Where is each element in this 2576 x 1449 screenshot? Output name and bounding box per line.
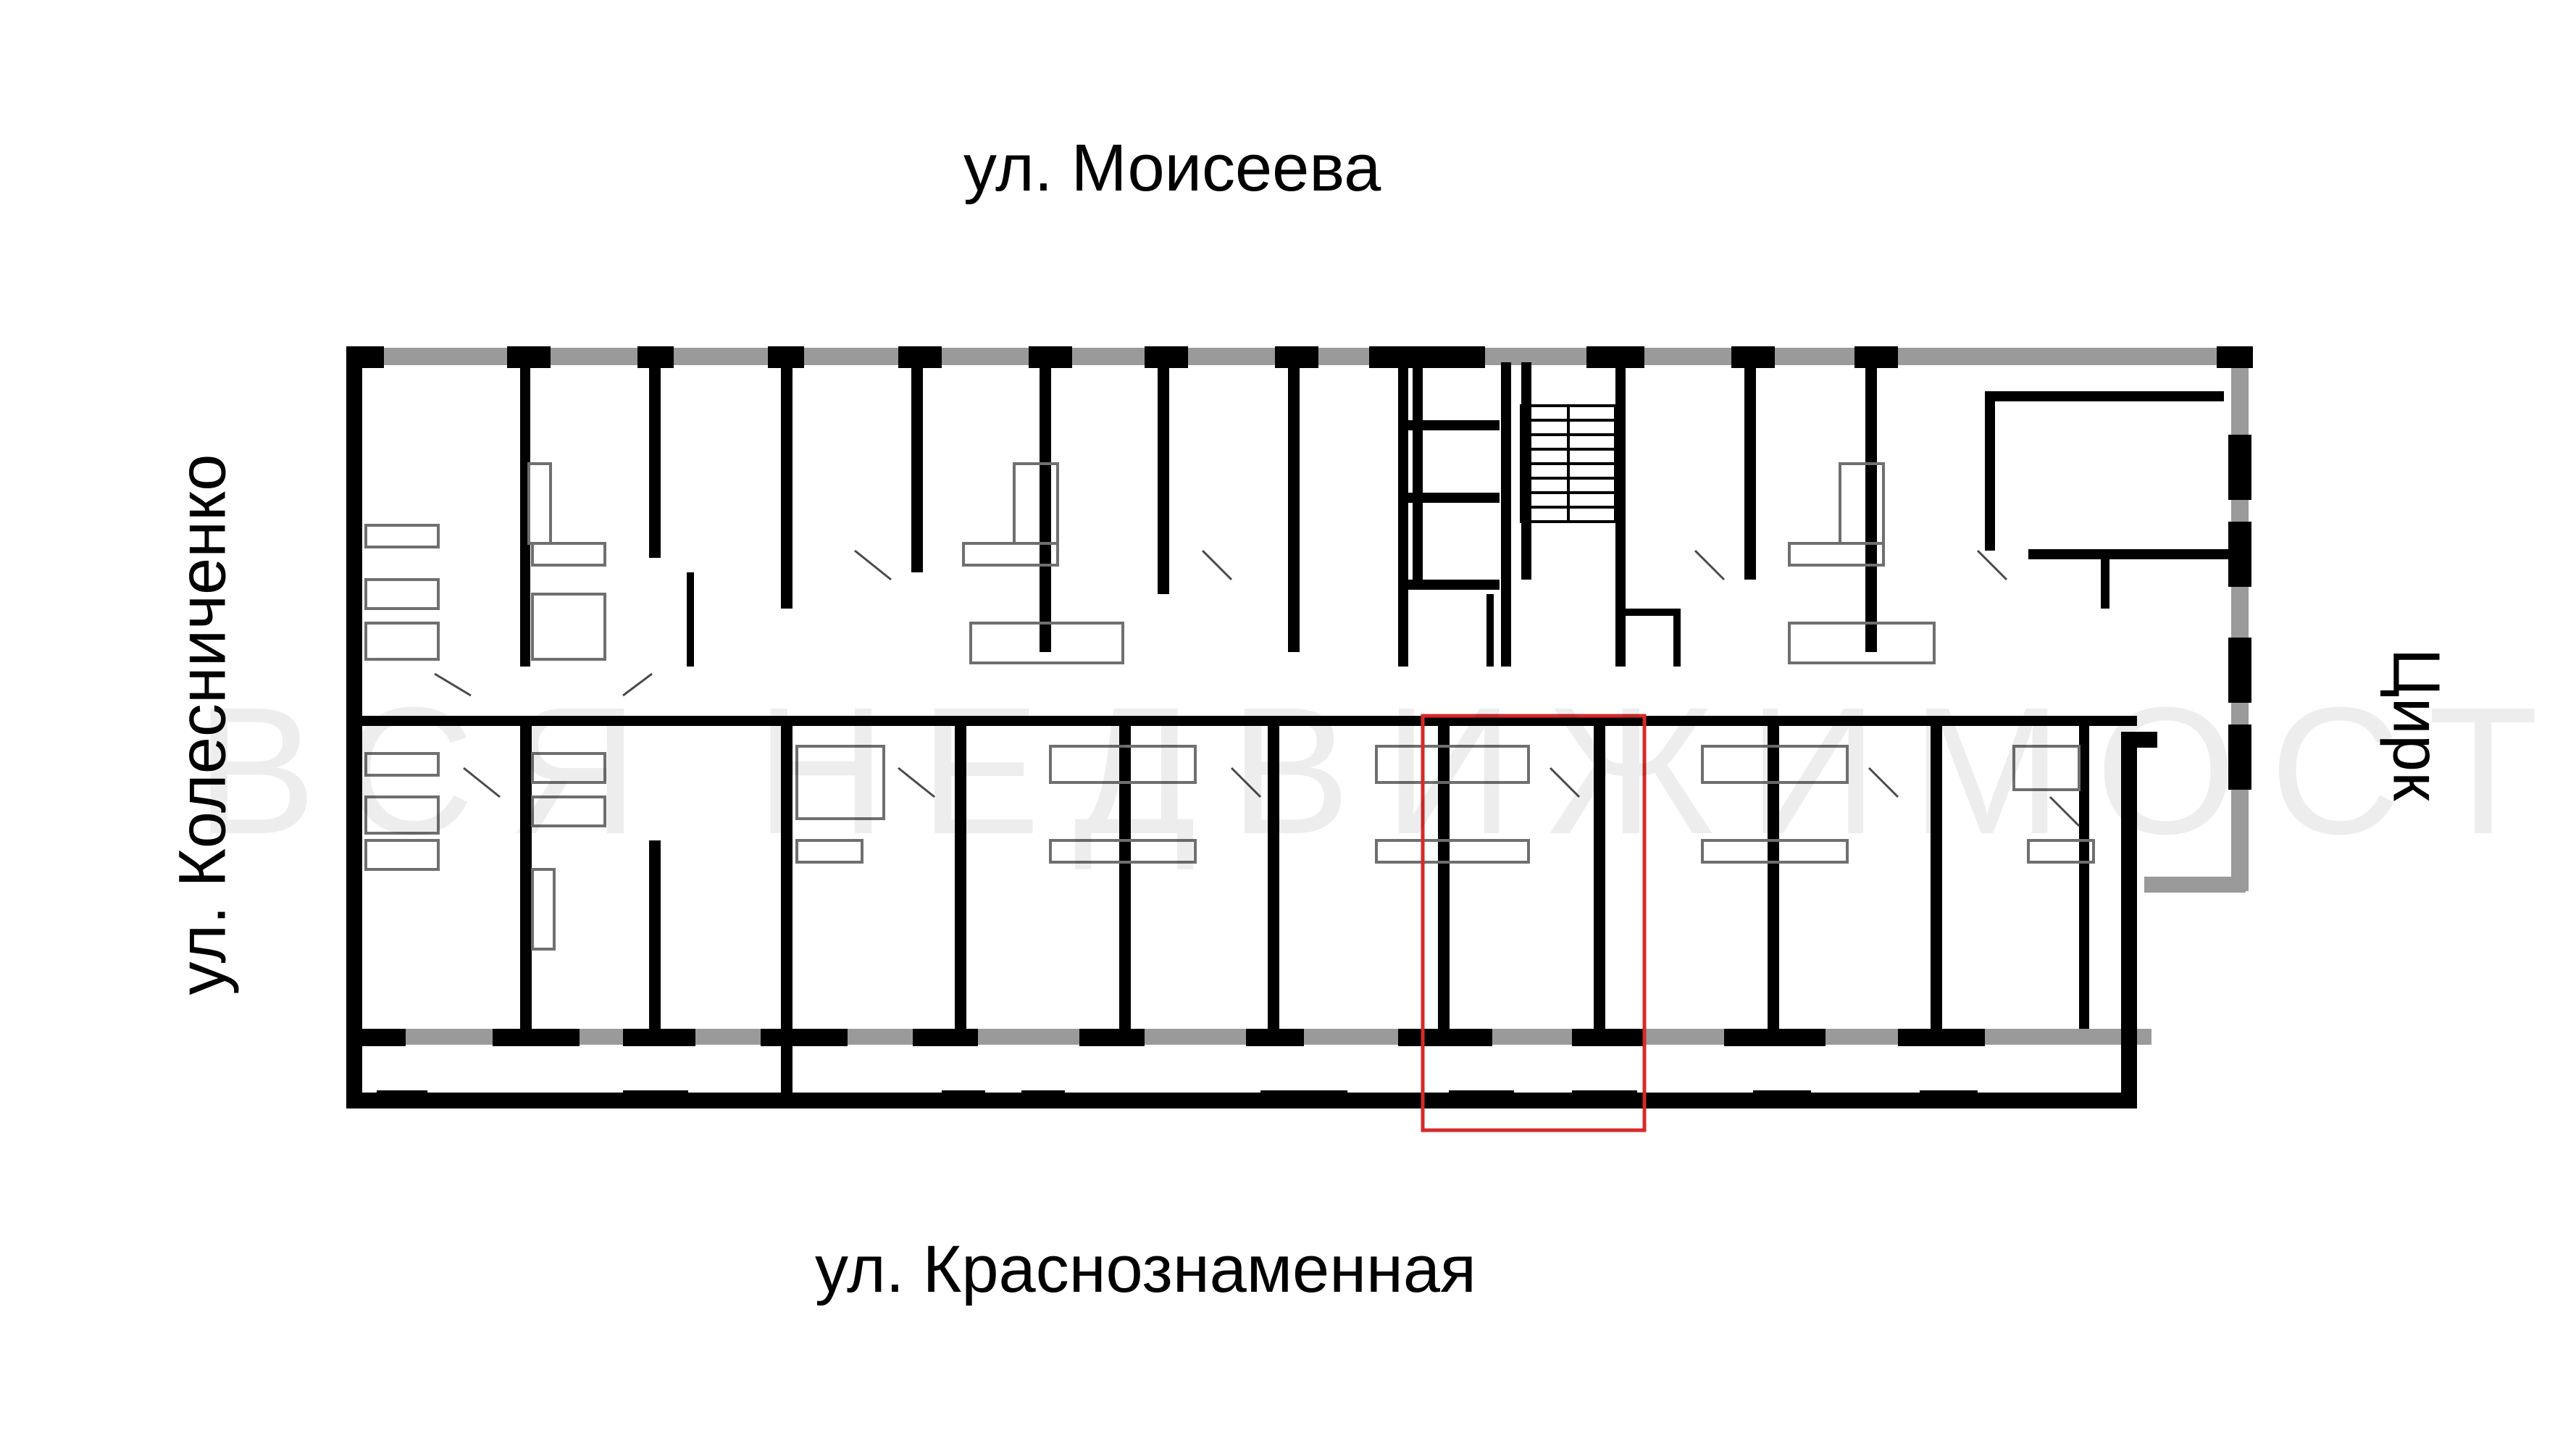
watermark: ВСЯ НЕДВИЖИМОСТЬ bbox=[196, 669, 2576, 872]
street-label-bottom: ул. Краснознаменная bbox=[815, 1232, 1476, 1306]
exterior-walls bbox=[346, 346, 2253, 1108]
selected-apartment-highlight[interactable] bbox=[1421, 714, 1647, 1132]
stair bbox=[1520, 404, 1617, 523]
interior-partitions bbox=[362, 362, 2238, 1094]
street-label-top: ул. Моисеева bbox=[963, 131, 1381, 205]
bathroom-fixtures bbox=[364, 462, 2095, 951]
door-swings bbox=[434, 549, 2081, 827]
